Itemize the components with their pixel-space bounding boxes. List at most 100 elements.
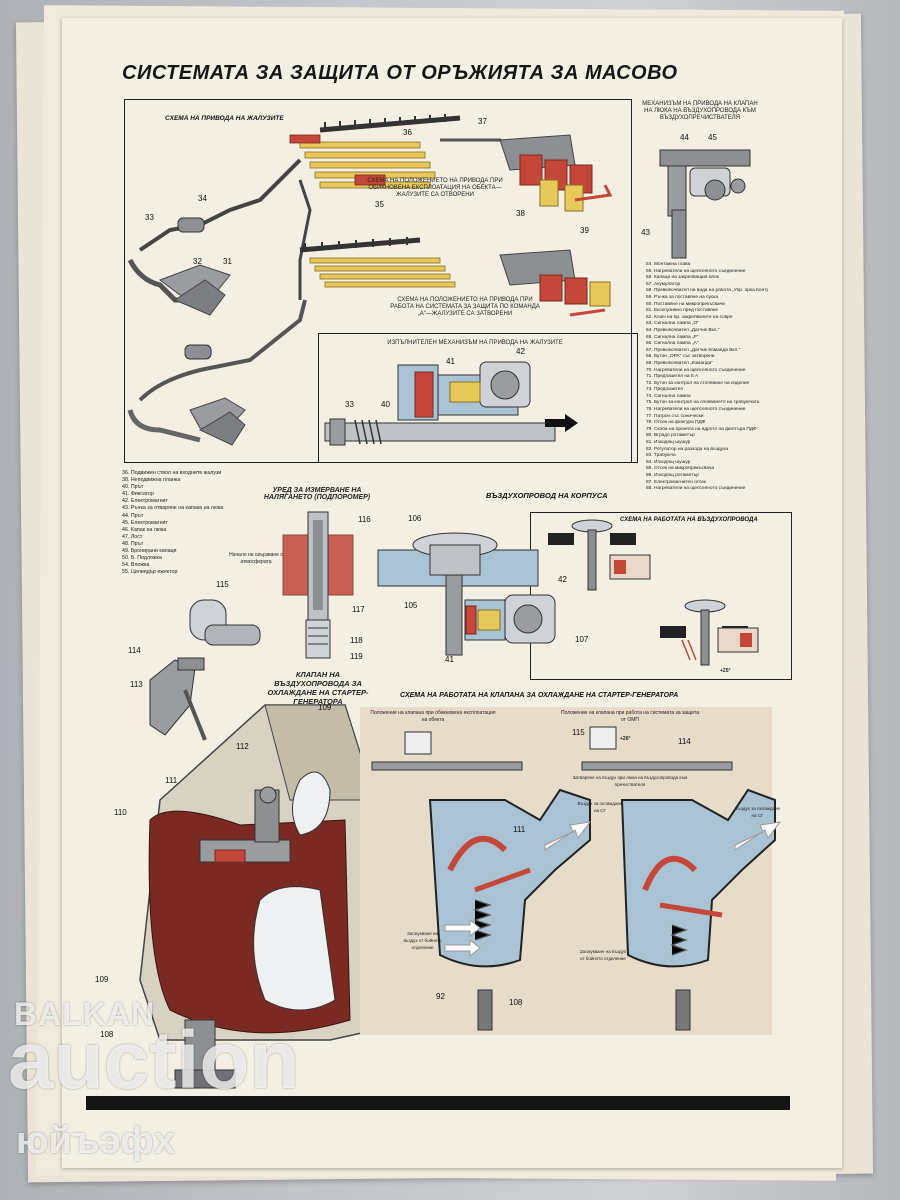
- louver-drive-header: СХЕМА НА ПРИВОДА НА ЖАЛУЗИТЕ: [165, 115, 284, 122]
- part-number: 114: [128, 646, 141, 655]
- part-number: 108: [100, 1030, 114, 1039]
- legend-item: 70. Нагреватели на щепселното съединение: [646, 367, 746, 373]
- legend-item: 56. Капаци на закрепващия блок: [646, 275, 719, 281]
- legend-left: 36. Подвижен ствол на входните жалузи 38…: [122, 470, 250, 576]
- pressure-device-illustration: [282, 511, 354, 659]
- legend-item: 82. Регулатор на разхода на въздуха: [646, 446, 729, 452]
- part-number: 41: [446, 357, 455, 366]
- legend-item: 79. Скоба на бронята на ядрото на филтър…: [646, 426, 757, 432]
- legend-item: 68. Бутон „ОРА“ със затворени: [646, 354, 715, 360]
- air-closing-label-2: Засмукване на въздух от бойното отделени…: [579, 949, 627, 961]
- actuator-frame: [318, 333, 638, 463]
- position-open-caption: СХЕМА НА ПОЛОЖЕНИЕТО НА ПРИВОДА ПРИ ОБИК…: [367, 178, 503, 198]
- legend-item: 58. Превключвател на вида на работа „Упр…: [646, 288, 768, 294]
- legend-item: 54. Монтажна глава: [646, 262, 691, 267]
- part-number: 113: [130, 680, 143, 689]
- part-number: 118: [350, 636, 363, 645]
- part-number: 41: [445, 655, 454, 664]
- legend-item: 77. Патрон със сонически: [646, 413, 704, 419]
- temp-label: +25°: [720, 668, 731, 674]
- legend-item: 83. Трабуюча: [646, 453, 676, 459]
- part-number: 39: [580, 226, 589, 235]
- part-number: 107: [575, 635, 589, 644]
- part-number: 42: [558, 575, 567, 584]
- legend-item: 64. Превключвател „Датчик Вкл.“: [646, 327, 720, 333]
- louver-drive-illustration: [127, 114, 613, 446]
- legend-item: 78. Отсек на фонгура ПДФ: [646, 420, 706, 426]
- part-number: 35: [375, 200, 384, 209]
- part-number: 109: [95, 975, 109, 984]
- legend-item: 76. Нагреватели на щепселното съединение: [646, 407, 746, 413]
- part-number: 116: [358, 515, 371, 524]
- legend-item: 69. Превключвател „Команда“: [646, 360, 713, 366]
- part-number: 36: [403, 128, 412, 137]
- legend-item: 43. Ръчка за отваряне на капака на люка: [122, 505, 224, 512]
- part-number: 119: [350, 652, 363, 661]
- hull-duct-header: ВЪЗДУХОПРОВОД НА КОРПУСА: [486, 491, 608, 500]
- watermark-sub: юйъэфх: [16, 1120, 175, 1162]
- legend-item: 36. Подвижен ствол на входните жалузи: [122, 470, 222, 476]
- legend-item: 85. Отсек на микропрекъсвача: [646, 466, 715, 472]
- air-cooling-label-1: Въздух за охлаждане на СГ: [577, 801, 623, 813]
- starter-valve-header: КЛАПАН НА ВЪЗДУХОПРОВОДА ЗА ОХЛАЖДАНЕ НА…: [267, 670, 369, 706]
- legend-item: 86. Изходящ ротаметър: [646, 473, 699, 478]
- legend-item: 60. Поставяне на микропрекъсвачи: [646, 301, 725, 307]
- legend-item: 72. Бутон за контрол на стопяване на изд…: [646, 380, 750, 386]
- inlet-label: Начало на свързване с атмосферата: [229, 552, 283, 565]
- part-number: 115: [572, 728, 585, 737]
- legend-item: 55. Цилиндър ежектор: [122, 569, 178, 576]
- air-cooling-label-2: Въздух за охлаждане на СГ: [735, 806, 780, 818]
- legend-item: 54. Вложка: [122, 562, 150, 569]
- legend-item: 40. Прът: [122, 484, 144, 491]
- part-number: 105: [404, 601, 418, 610]
- legend-item: 50. Б. Подложка: [122, 555, 162, 562]
- legend-item: 46. Капак на люка: [122, 526, 167, 533]
- part-number: 40: [381, 400, 390, 409]
- part-number: 44: [680, 133, 689, 142]
- part-number: 112: [236, 742, 249, 751]
- starter-scheme-illustration: [360, 707, 782, 1035]
- part-number: 111: [165, 776, 178, 785]
- legend-item: 74. Сигнална лампа: [646, 393, 691, 399]
- legend-item: 63. Сигнална лампа „О“: [646, 321, 699, 327]
- legend-right: 54. Монтажна глава 55. Нагреватели на ще…: [646, 262, 768, 493]
- part-number: 106: [408, 514, 422, 523]
- valve-linkage-illustration: [149, 599, 261, 741]
- part-number: 34: [198, 194, 207, 203]
- legend-item: 73. Предпазител: [646, 387, 684, 393]
- position-closed-caption: СХЕМА НА ПОЛОЖЕНИЕТО НА ПРИВОДА ПРИ РАБО…: [390, 297, 540, 317]
- legend-item: 61. Ексклузивно пред поставяне: [646, 308, 719, 314]
- legend-item: 44. Прът: [122, 512, 144, 519]
- legend-item: 88. Нагреватели на щепселното съединение: [646, 486, 746, 492]
- legend-item: 87. Електромагнитен отсек: [646, 479, 707, 485]
- legend-item: 41. Фиксатор: [122, 491, 154, 498]
- legend-item: 84. Изходящ шушур: [646, 459, 691, 465]
- part-number: 108: [509, 998, 523, 1007]
- legend-item: 66. Сигнална лампа „А“: [646, 341, 699, 347]
- part-number: 114: [678, 737, 691, 746]
- pos-system-label: Положение на клапана при работа на систе…: [561, 710, 699, 723]
- starter-valve-illustration: [139, 704, 376, 1089]
- part-number: 38: [516, 209, 525, 218]
- legend-item: 71. Предпазител на 5 А: [646, 374, 699, 380]
- legend-item: 75. Бутон за контрол на спояването на тр…: [646, 400, 760, 406]
- part-number: 45: [708, 133, 717, 142]
- closing-hatch-label: Затваряне на въздух при люка на въздухоп…: [572, 775, 688, 787]
- actuator-illustration: [324, 361, 578, 446]
- part-number: 111: [513, 825, 526, 834]
- poster-title: СИСТЕМАТА ЗА ЗАЩИТА ОТ ОРЪЖИЯТА ЗА МАСОВ…: [122, 62, 678, 84]
- duct-scheme-header: СХЕМА НА РАБОТАТА НА ВЪЗДУХОПРОВОДА: [620, 517, 758, 523]
- pos-normal-label: Положение на клапана при обикновена експ…: [370, 710, 496, 723]
- part-number: 110: [114, 808, 127, 817]
- part-number: 43: [641, 228, 650, 237]
- part-number: 92: [436, 992, 445, 1001]
- legend-item: 80. Вградо ротаметър: [646, 433, 695, 439]
- part-number: 117: [352, 605, 365, 614]
- watermark-brand: BALKAN: [14, 996, 156, 1032]
- legend-item: 57. Акумулатор: [646, 281, 681, 287]
- legend-item: 81. Изходящ шушур: [646, 440, 691, 446]
- part-number: 33: [345, 400, 354, 409]
- part-number: 32: [193, 257, 202, 266]
- legend-item: 65. Сигнална лампа „Р“: [646, 334, 699, 340]
